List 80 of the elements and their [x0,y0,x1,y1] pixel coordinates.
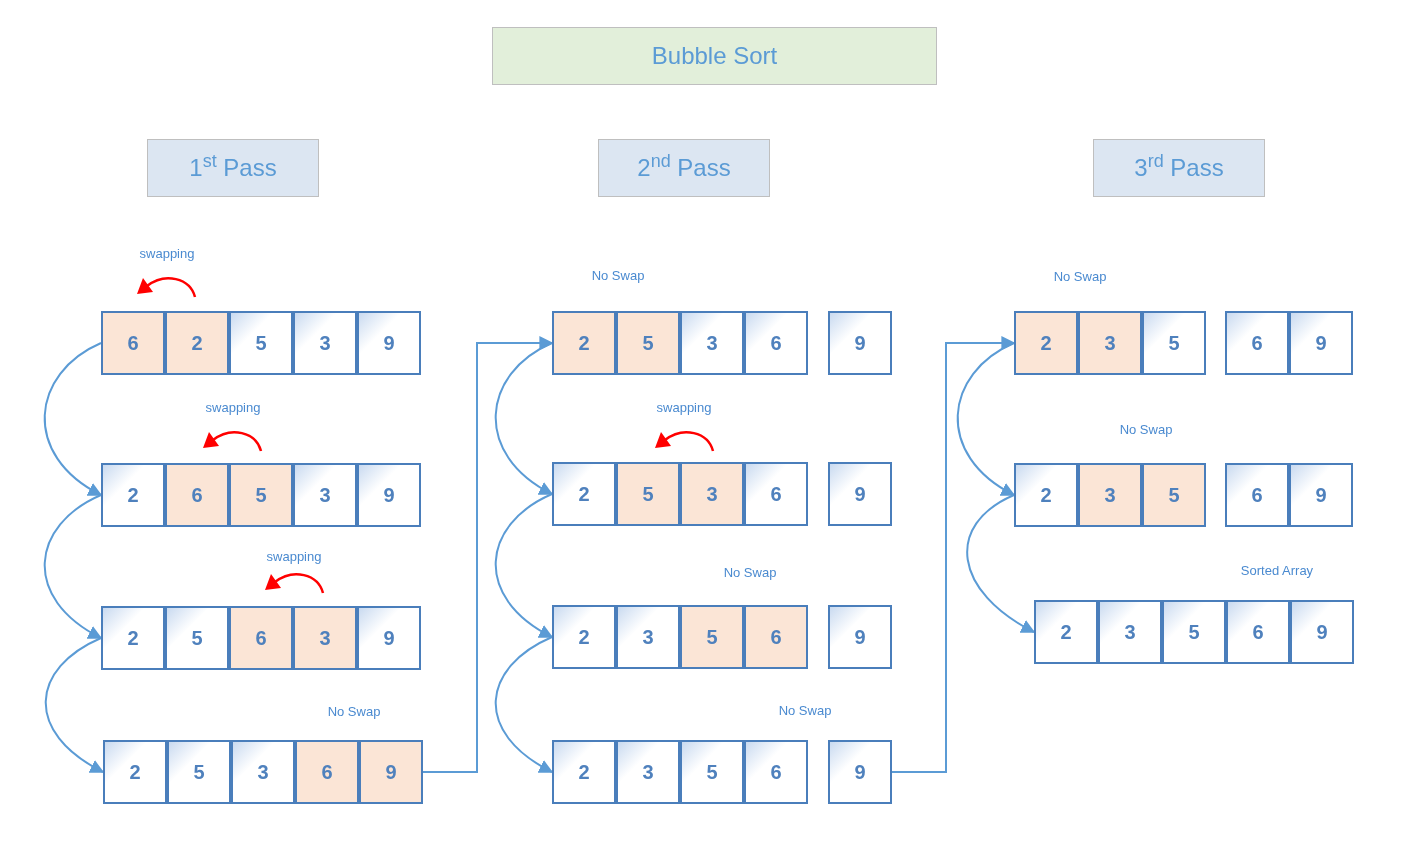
array-cell: 6 [744,740,808,804]
array-cell: 9 [359,740,423,804]
connector-arrow [494,493,554,638]
array-cell: 2 [552,311,616,375]
step-note: swapping [656,399,712,418]
array-cell: 9 [357,311,421,375]
array-cell: 9 [357,463,421,527]
step-note: No Swap [1053,268,1107,287]
array-cell: 2 [1014,463,1078,527]
array-cell: 3 [1098,600,1162,664]
array-cell: 5 [167,740,231,804]
step-note: No Swap [327,703,381,722]
step-note: No Swap [778,702,832,721]
array-cell: 5 [229,463,293,527]
array-cell: 5 [1142,463,1206,527]
step-note: swapping [266,548,322,567]
array-cell: 3 [293,311,357,375]
connector-arrow [43,494,103,639]
step-note: Sorted Array [1240,562,1314,581]
step-note: swapping [205,399,261,418]
array-cell: 6 [101,311,165,375]
array-cell: 3 [680,311,744,375]
pass-header-box: 3$^{rd}$ Pass [1093,139,1265,197]
array-cell: 6 [744,311,808,375]
connector-arrow [422,336,554,773]
array-cell: 5 [616,311,680,375]
array-cell: 3 [616,605,680,669]
array-cell: 9 [1290,600,1354,664]
array-cell: 6 [295,740,359,804]
step-note: No Swap [591,267,645,286]
array-cell: 9 [1289,311,1353,375]
connector-arrow [956,342,1016,496]
array-cell: 2 [101,463,165,527]
array-cell: 2 [552,462,616,526]
array-cell: 2 [103,740,167,804]
array-cell: 5 [1142,311,1206,375]
array-cell: 3 [231,740,295,804]
array-cell: 6 [744,462,808,526]
pass-header-box: 1$^{st}$ Pass [147,139,319,197]
array-cell: 3 [680,462,744,526]
connector-arrow [494,342,554,495]
step-note: swapping [139,245,195,264]
step-note: No Swap [1119,421,1173,440]
array-cell: 2 [552,740,616,804]
array-cell: 6 [229,606,293,670]
array-cell: 6 [1225,311,1289,375]
connector-arrow [891,336,1016,773]
array-cell: 2 [1034,600,1098,664]
array-cell: 5 [1162,600,1226,664]
array-cell: 2 [165,311,229,375]
array-cell: 6 [744,605,808,669]
array-cell: 5 [165,606,229,670]
connector-arrow [494,636,554,773]
array-cell: 2 [101,606,165,670]
array-cell: 9 [357,606,421,670]
title-box: Bubble Sort [492,27,937,85]
array-cell: 6 [1225,463,1289,527]
array-cell: 5 [680,740,744,804]
array-cell: 3 [1078,311,1142,375]
array-cell: 3 [293,606,357,670]
connector-arrow [43,342,103,496]
array-cell: 5 [616,462,680,526]
connector-arrow [44,637,105,773]
array-cell: 3 [616,740,680,804]
array-cell: 9 [1289,463,1353,527]
step-note: No Swap [723,564,777,583]
array-cell: 2 [1014,311,1078,375]
array-cell: 6 [165,463,229,527]
array-cell: 3 [1078,463,1142,527]
array-cell: 9 [828,462,892,526]
array-cell: 9 [828,605,892,669]
array-cell: 3 [293,463,357,527]
array-cell: 6 [1226,600,1290,664]
pass-header-box: 2$^{nd}$ Pass [598,139,770,197]
array-cell: 5 [229,311,293,375]
array-cell: 2 [552,605,616,669]
array-cell: 9 [828,740,892,804]
array-cell: 9 [828,311,892,375]
array-cell: 5 [680,605,744,669]
connector-arrow [966,494,1036,633]
